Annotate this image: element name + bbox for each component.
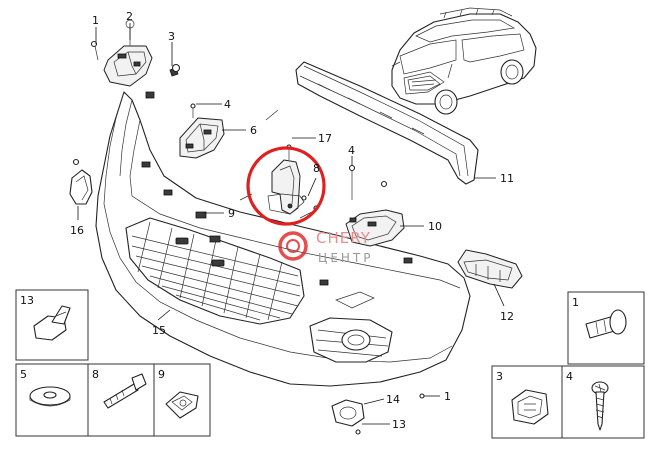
callout-9: 9	[228, 207, 235, 220]
right-mounting-bracket	[345, 164, 405, 247]
callout-13-bottom: 13	[392, 418, 406, 431]
side-support	[457, 249, 523, 289]
flat-washer-icon	[29, 386, 71, 407]
highlighted-center-bracket	[267, 144, 319, 215]
hex-bolt-icon	[103, 373, 147, 409]
callout-4-mid: 4	[348, 144, 355, 157]
suv-illustration	[391, 7, 537, 115]
callout-3: 3	[168, 30, 175, 43]
headlamp-bracket	[90, 19, 179, 87]
bumper-reinforcement-beam	[295, 61, 479, 185]
callout-11: 11	[500, 172, 514, 185]
callout-1-bottom: 1	[444, 390, 451, 403]
watermark-sub: ЦЕНТР	[318, 251, 374, 265]
watermark-brand: CHERY	[316, 229, 371, 247]
legend-3-label: 3	[496, 370, 503, 383]
lower-fog-bezel	[331, 399, 365, 435]
callout-2: 2	[126, 10, 133, 23]
legend-5-label: 5	[20, 368, 27, 381]
cover-clips	[145, 63, 425, 399]
callout-16: 16	[70, 224, 84, 237]
legend-left: 13 5 8 9	[15, 289, 211, 437]
callout-8: 8	[313, 162, 320, 175]
callout-1-top: 1	[92, 14, 99, 27]
callout-14: 14	[386, 393, 400, 406]
legend-1-label: 1	[572, 296, 579, 309]
speed-nut-icon	[165, 391, 199, 419]
legend-9-label: 9	[158, 368, 165, 381]
chery-watermark: CHERY ЦЕНТР	[278, 229, 374, 265]
side-fog-bezel	[69, 158, 93, 205]
callout-numbers: 1 2 3 4 6 17 8 9 4 10 11 12 16 15 1 14 1…	[70, 10, 514, 431]
clip-nut-icon	[511, 389, 549, 425]
leader-lines	[77, 23, 505, 425]
fog-lamp-recess	[315, 329, 389, 357]
side-mounting-bracket	[179, 103, 225, 159]
legend-13-label: 13	[20, 294, 34, 307]
legend-4-label: 4	[566, 370, 573, 383]
callout-12: 12	[500, 310, 514, 323]
callout-17: 17	[318, 132, 332, 145]
highlight-ring	[246, 146, 326, 226]
front-grille-mesh	[131, 221, 301, 321]
callout-6: 6	[250, 124, 257, 137]
callout-4-top: 4	[224, 98, 231, 111]
callout-10: 10	[428, 220, 442, 233]
legend-8-label: 8	[92, 368, 99, 381]
callout-15: 15	[152, 324, 166, 337]
push-rivet-icon	[33, 305, 71, 341]
self-tapping-screw-icon	[591, 381, 609, 431]
rivet-bolt-icon	[585, 309, 627, 339]
legend-right: 1 3 4	[491, 291, 645, 439]
